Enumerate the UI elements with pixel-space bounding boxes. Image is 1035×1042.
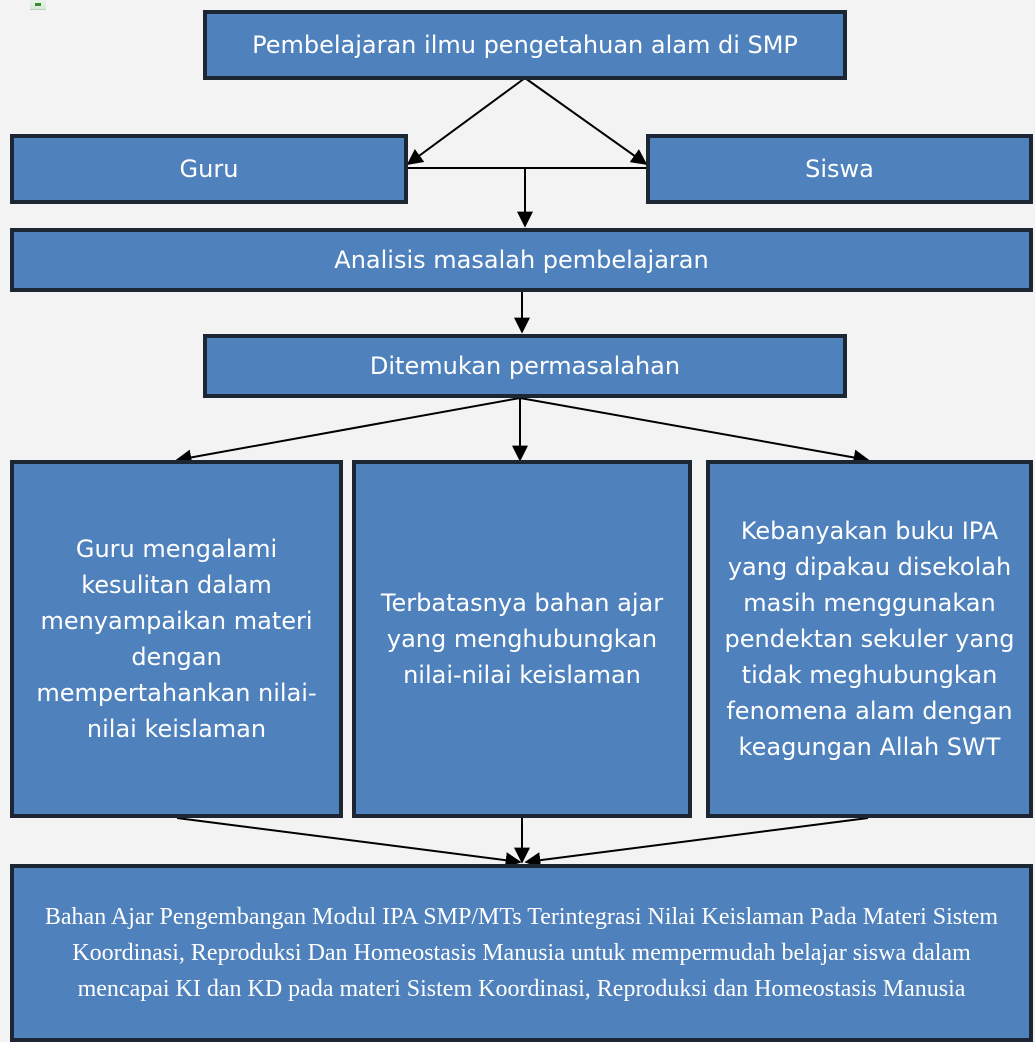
connector-found-to-problem1 xyxy=(175,397,521,466)
connector-found-to-problem3 xyxy=(519,397,870,466)
connector-problem1-to-solution xyxy=(176,817,522,869)
problem-box-1: Guru mengalami kesulitan dalam menyampai… xyxy=(10,460,343,818)
top-box-label: Pembelajaran ilmu pengetahuan alam di SM… xyxy=(252,31,798,59)
problem-3-text: Kebanyakan buku IPA yang dipakau disekol… xyxy=(724,517,1015,761)
spreadsheet-icon xyxy=(30,0,46,10)
guru-box: Guru xyxy=(10,134,408,204)
solution-text: Bahan Ajar Pengembangan Modul IPA SMP/MT… xyxy=(44,904,999,1002)
found-box: Ditemukan permasalahan xyxy=(203,334,847,398)
siswa-box: Siswa xyxy=(646,134,1033,204)
connector-top-to-siswa xyxy=(524,77,648,165)
guru-label: Guru xyxy=(179,155,239,183)
connector-top-to-guru xyxy=(406,77,526,165)
connector-problem3-to-solution xyxy=(524,817,869,869)
problem-box-3: Kebanyakan buku IPA yang dipakau disekol… xyxy=(706,460,1033,818)
found-label: Ditemukan permasalahan xyxy=(369,352,681,380)
analysis-label: Analisis masalah pembelajaran xyxy=(334,246,709,274)
top-box: Pembelajaran ilmu pengetahuan alam di SM… xyxy=(203,10,847,80)
problem-box-2: Terbatasnya bahan ajar yang menghubungka… xyxy=(352,460,692,818)
analysis-box: Analisis masalah pembelajaran xyxy=(10,228,1033,292)
solution-box: Bahan Ajar Pengembangan Modul IPA SMP/MT… xyxy=(10,864,1033,1042)
problem-2-text: Terbatasnya bahan ajar yang menghubungka… xyxy=(380,589,664,689)
problem-1-text: Guru mengalami kesulitan dalam menyampai… xyxy=(36,535,317,743)
siswa-label: Siswa xyxy=(805,155,874,183)
